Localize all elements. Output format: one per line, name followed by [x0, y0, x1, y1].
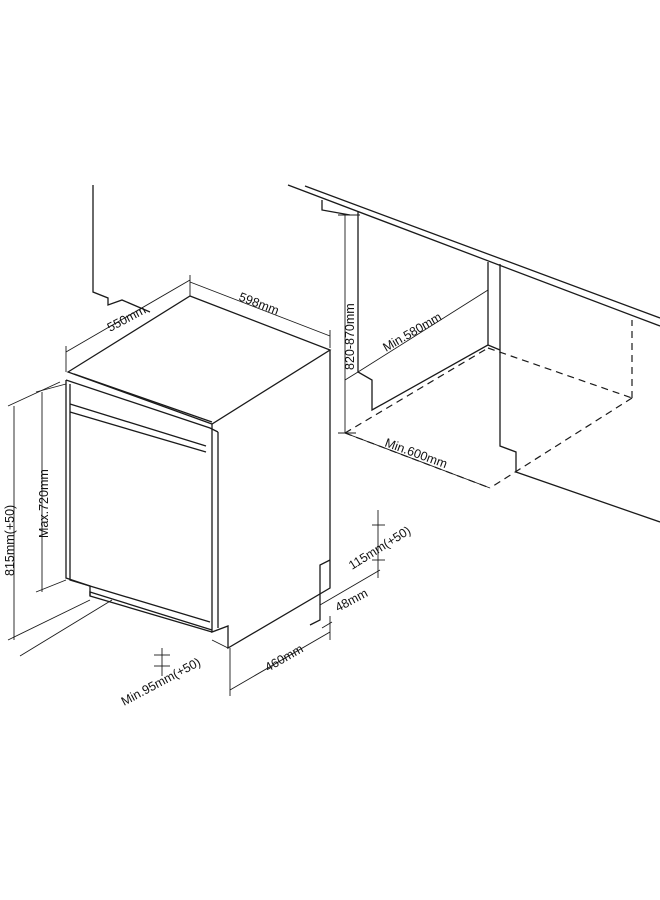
dim-115mm: 115mm(+50) [346, 510, 413, 578]
label-820-870mm: 820-870mm [343, 303, 357, 370]
countertop [287, 184, 660, 327]
dim-598mm: 598mm [189, 275, 331, 348]
dim-min-95mm: Min.95mm(+50) [19, 599, 203, 709]
dim-820-870mm: 820-870mm [338, 214, 360, 434]
dim-460mm: 460mm [229, 616, 331, 696]
plinth-step [309, 559, 331, 626]
dim-min-600mm: Min.600mm [344, 432, 491, 489]
label-max-720mm: Max.720mm [37, 469, 51, 538]
label-min-600mm: Min.600mm [383, 436, 449, 471]
label-min-580mm: Min.580mm [381, 310, 445, 355]
dishwasher-body [65, 295, 332, 650]
label-115mm: 115mm(+50) [346, 523, 413, 572]
label-815mm: 815mm(+50) [3, 505, 17, 576]
dim-min-580mm: Min.580mm [357, 289, 489, 373]
dim-48mm: 48mm [319, 569, 381, 629]
niche-back-panel [344, 212, 660, 523]
label-550mm: 550mm [105, 303, 148, 335]
dim-max-720mm: Max.720mm [35, 383, 67, 593]
left-cabinet-outline [92, 185, 151, 313]
dim-550mm: 550mm [65, 279, 191, 372]
dim-815mm: 815mm(+50) [3, 381, 91, 641]
label-460mm: 460mm [263, 642, 306, 675]
label-48mm: 48mm [333, 586, 370, 615]
label-min-95mm: Min.95mm(+50) [119, 655, 203, 709]
label-598mm: 598mm [237, 290, 281, 318]
